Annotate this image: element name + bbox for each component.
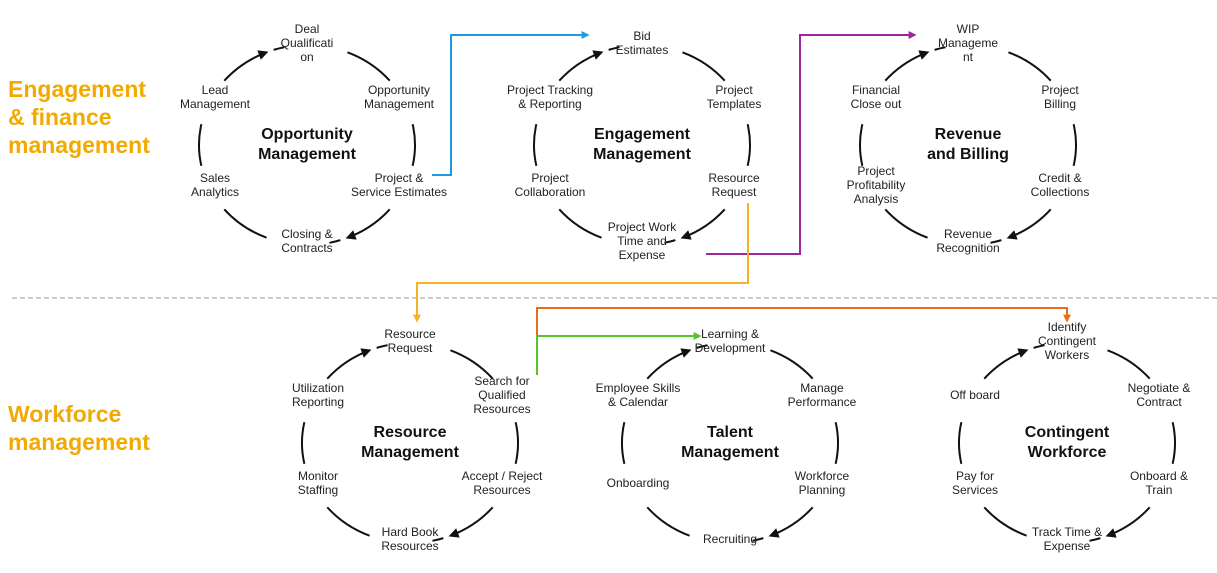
cycle-step: Accept / Reject Resources — [461, 469, 543, 497]
cycle-title: Resource Management — [361, 424, 459, 461]
cycle-step: Negotiate & Contract — [1127, 381, 1191, 409]
cycle-arc — [326, 506, 370, 537]
cycle-arrow — [680, 208, 726, 240]
cycle-title: Revenue and Billing — [927, 126, 1009, 163]
cycle-arrow — [326, 348, 372, 380]
cycle-step: Recruiting — [702, 532, 758, 546]
cycle-arc-dash — [990, 239, 1002, 244]
cycle-arc — [558, 208, 602, 239]
cycle-step: Project Collaboration — [514, 171, 586, 199]
cycle-step: WIP Manageme nt — [937, 22, 999, 64]
cycle-step: Project & Service Estimates — [350, 171, 448, 199]
cycle-arc-dash — [273, 46, 285, 51]
cycle-step: Project Tracking & Reporting — [506, 83, 594, 111]
connector-purple — [706, 31, 917, 255]
cycle-arc — [301, 421, 306, 465]
cycle-arc — [621, 421, 626, 465]
cycle-arc — [834, 421, 839, 465]
cycle-step: Revenue Recognition — [936, 227, 1000, 255]
cycle-step: Project Billing — [1041, 83, 1079, 111]
cycle-step: Onboarding — [606, 476, 670, 490]
cycle-arc — [347, 51, 391, 82]
cycle-arrow — [983, 348, 1029, 380]
cycle-arc-dash — [934, 46, 946, 51]
cycle-step: Onboard & Train — [1129, 469, 1189, 497]
cycle-step: Hard Book Resources — [381, 525, 439, 553]
cycle-arrow — [345, 208, 391, 240]
cycle-arc — [450, 349, 494, 380]
cycle-arc-dash — [664, 239, 676, 244]
cycle-arrow — [884, 50, 930, 82]
cycle-step: Identify Contingent Workers — [1037, 320, 1097, 362]
cycle-arrow — [768, 506, 814, 538]
cycle-step: Financial Close out — [850, 83, 902, 111]
section-title-workforce: Workforce management — [8, 401, 150, 455]
connector-blue — [432, 31, 590, 176]
cycle-arc — [746, 123, 751, 167]
cycle-step: Track Time & Expense — [1031, 525, 1103, 553]
cycle-arrow — [448, 506, 494, 538]
cycle-arc-dash — [696, 344, 708, 349]
cycle-arc-dash — [376, 344, 388, 349]
cycle-arc — [533, 123, 538, 167]
cycle-step: Sales Analytics — [190, 171, 240, 199]
connector-yellow — [413, 203, 749, 323]
cycle-arc — [958, 421, 963, 465]
cycle-arc — [411, 123, 416, 167]
cycle-step: Deal Qualificati on — [280, 22, 334, 64]
cycle-arc — [983, 506, 1027, 537]
cycle-arc-dash — [1089, 537, 1101, 542]
cycle-step: Opportunity Management — [363, 83, 435, 111]
section-title-engagement-finance: Engagement & finance management — [8, 76, 150, 158]
cycle-step: Project Work Time and Expense — [607, 220, 677, 262]
cycle-step: Employee Skills & Calendar — [595, 381, 681, 409]
cycle-step: Project Templates — [706, 83, 762, 111]
cycle-step: Search for Qualified Resources — [473, 374, 531, 416]
connector-green — [536, 332, 702, 375]
cycle-step: Learning & Development — [694, 327, 766, 355]
cycle-arc — [770, 349, 814, 380]
cycle-arrow — [558, 50, 604, 82]
cycle-arc — [1171, 421, 1176, 465]
cycle-step: Off board — [950, 388, 1000, 402]
cycle-arc — [682, 51, 726, 82]
cycle-step: Closing & Contracts — [281, 227, 333, 255]
cycle-title: Contingent Workforce — [1024, 424, 1110, 461]
cycle-arc — [646, 506, 690, 537]
cycle-step: Workforce Planning — [794, 469, 850, 497]
cycle-step: Bid Estimates — [615, 29, 669, 57]
cycle-arrow — [223, 50, 269, 82]
cycle-step: Pay for Services — [951, 469, 999, 497]
cycle-arrow — [646, 348, 692, 380]
connector-orange — [536, 307, 1071, 375]
cycle-arc-dash — [432, 537, 444, 542]
cycle-arc-dash — [329, 239, 341, 244]
cycle-step: Lead Management — [179, 83, 251, 111]
cycle-arc — [884, 208, 928, 239]
cycle-step: Monitor Staffing — [297, 469, 339, 497]
cycle-arc-dash — [752, 537, 764, 542]
cycle-arrow — [1105, 506, 1151, 538]
cycle-arrow — [1006, 208, 1052, 240]
cycle-title: Talent Management — [681, 424, 779, 461]
cycle-arc — [1072, 123, 1077, 167]
cycle-step: Resource Request — [384, 327, 436, 355]
cycle-step: Credit & Collections — [1030, 171, 1090, 199]
cycle-step: Project Profitability Analysis — [846, 164, 906, 206]
cycle-arc — [223, 208, 267, 239]
cycle-arc-dash — [608, 46, 620, 51]
cycle-arc-dash — [1033, 344, 1045, 349]
cycle-arc — [859, 123, 864, 167]
cycle-step: Resource Request — [708, 171, 760, 199]
cycle-arc — [1008, 51, 1052, 82]
cycle-title: Opportunity Management — [258, 126, 356, 163]
cycle-arc — [1107, 349, 1151, 380]
cycle-step: Manage Performance — [787, 381, 857, 409]
cycle-arc — [198, 123, 203, 167]
cycle-arc — [514, 421, 519, 465]
cycle-step: Utilization Reporting — [291, 381, 345, 409]
cycle-title: Engagement Management — [593, 126, 691, 163]
